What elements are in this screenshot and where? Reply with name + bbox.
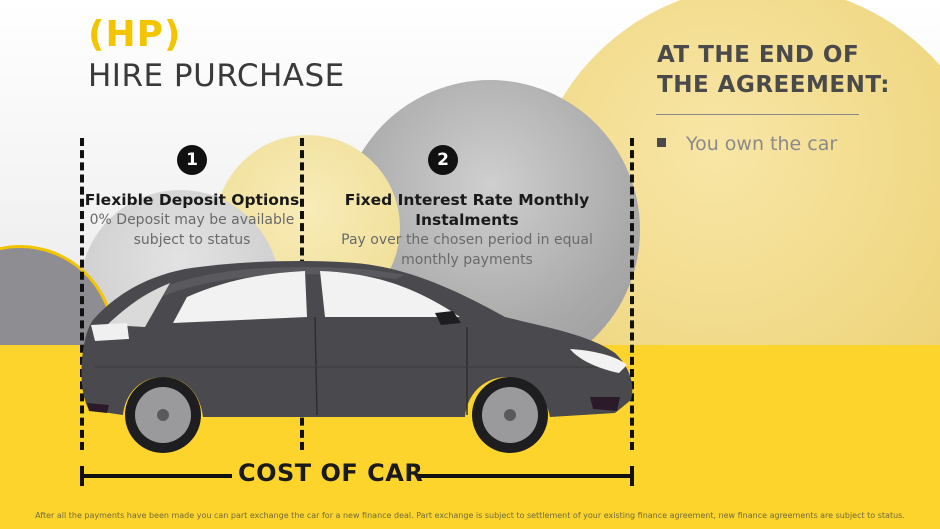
step-1-text: Flexible Deposit Options 0% Deposit may …	[80, 190, 304, 250]
cost-line-right	[416, 474, 634, 478]
hp-abbreviation: (HP)	[88, 14, 182, 55]
dashed-divider-right	[630, 138, 634, 450]
end-panel-item: You own the car	[686, 133, 838, 155]
cost-line-cap-left	[80, 466, 84, 486]
end-panel-divider	[656, 114, 859, 115]
dashed-divider-left	[80, 138, 84, 450]
step-1-desc-line2: subject to status	[133, 232, 251, 248]
end-title-line2: THE AGREEMENT:	[657, 72, 890, 98]
step-2-desc-line1: Pay over the chosen period in equal	[341, 232, 593, 248]
step-2-desc-line2: monthly payments	[401, 252, 533, 268]
step-2-badge: 2	[428, 145, 458, 175]
front-side-window	[320, 271, 460, 317]
rear-window	[107, 283, 170, 327]
fog-light	[590, 397, 620, 411]
end-of-agreement-title: AT THE END OF THE AGREEMENT:	[657, 40, 890, 100]
step-2-title: Fixed Interest Rate Monthly Instalments	[344, 191, 590, 229]
step-1-desc-line1: 0% Deposit may be available	[89, 212, 295, 228]
square-bullet-icon	[657, 138, 666, 147]
rear-wheel	[125, 377, 201, 453]
footer-disclaimer: After all the payments have been made yo…	[35, 511, 905, 520]
headlight	[570, 349, 627, 373]
door-line-middle	[314, 316, 318, 416]
end-title-line1: AT THE END OF	[657, 42, 860, 68]
front-wheel	[472, 377, 548, 453]
car-roof-shade	[135, 267, 405, 305]
step-1-title: Flexible Deposit Options	[84, 191, 300, 209]
cost-line-left	[80, 474, 232, 478]
car-illustration	[81, 261, 633, 453]
rear-light	[91, 323, 129, 341]
page-title: HIRE PURCHASE	[88, 58, 345, 94]
cost-of-car-label: COST OF CAR	[238, 459, 424, 487]
rear-side-window	[173, 271, 307, 323]
step-1-badge: 1	[177, 145, 207, 175]
step-2-text: Fixed Interest Rate Monthly Instalments …	[304, 190, 630, 270]
cost-line-cap-right	[630, 466, 634, 486]
side-mirror	[435, 311, 461, 325]
rear-bumper-light	[87, 403, 109, 413]
